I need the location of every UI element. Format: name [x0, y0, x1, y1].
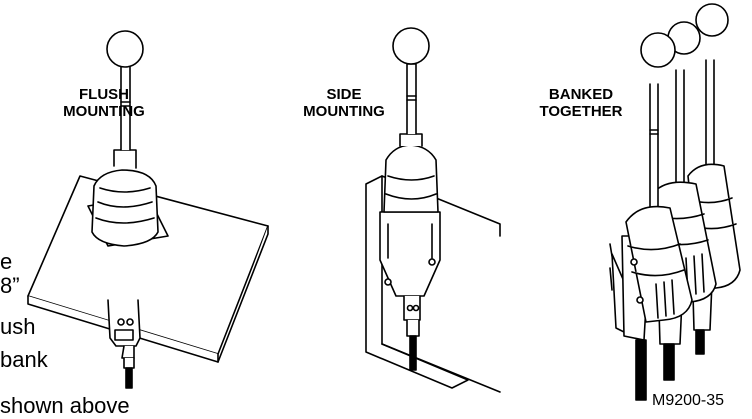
body-text-line-2: 8”	[0, 273, 20, 298]
flush-mount-joystick	[27, 30, 269, 389]
side-mounting-label: SIDE MOUNTING	[294, 86, 394, 120]
flush-mounting-label-line2: MOUNTING	[63, 103, 145, 120]
body-text-line-1: e	[0, 249, 13, 274]
flush-mounting-label: FLUSH MOUNTING	[54, 86, 154, 120]
banked-together-label-line2: TOGETHER	[539, 103, 623, 120]
body-text-line-5: shown above	[0, 393, 130, 418]
side-mounting-label-line2: MOUNTING	[303, 103, 385, 120]
body-text-line-3: ush	[0, 314, 36, 339]
banked-together-label: BANKED TOGETHER	[528, 86, 634, 120]
banked-joysticks	[609, 3, 741, 401]
body-text-line-4: bank	[0, 347, 48, 372]
figure-code: M9200-35	[652, 392, 725, 409]
side-mount-joystick	[365, 27, 501, 393]
banked-together-label-line1: BANKED	[548, 86, 614, 103]
side-mounting-label-line1: SIDE	[326, 86, 362, 103]
flush-mounting-label-line1: FLUSH	[79, 86, 129, 103]
